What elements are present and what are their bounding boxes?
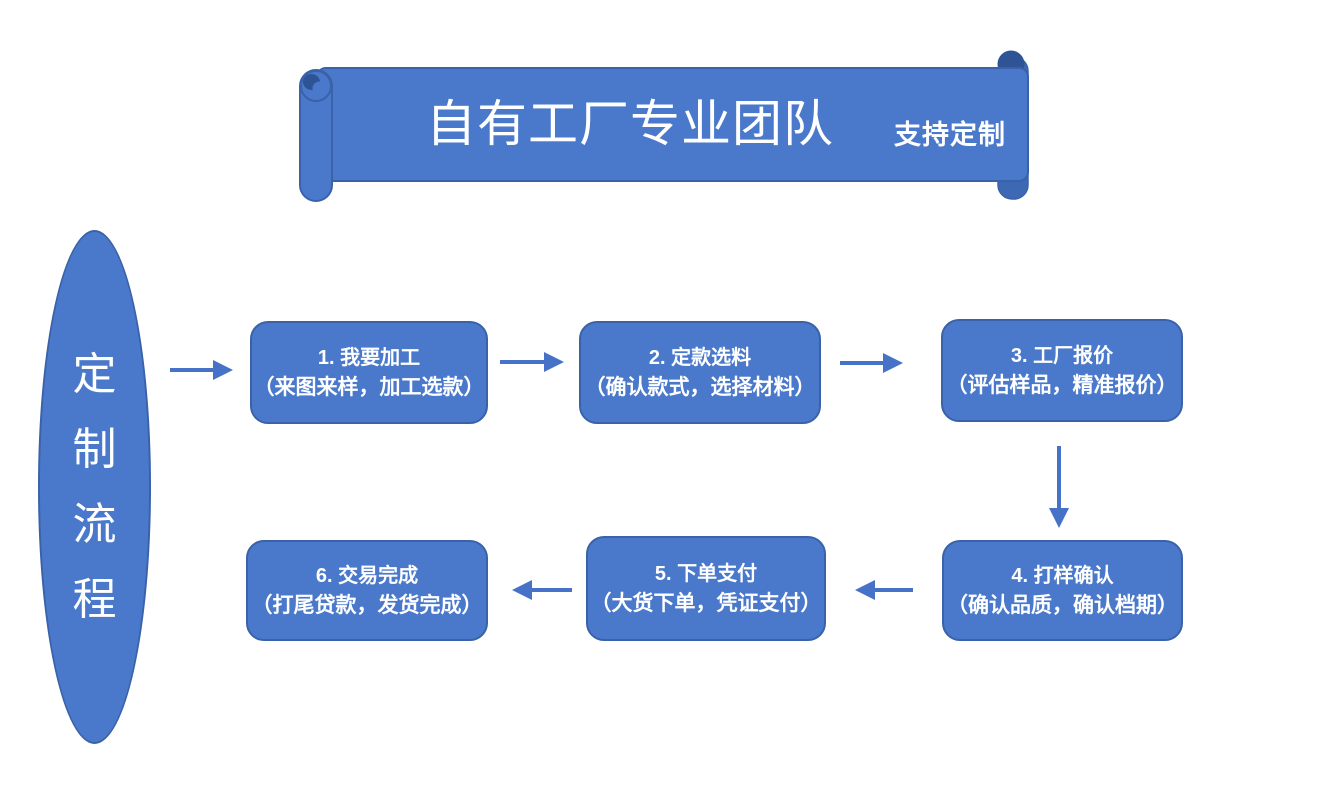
step-title: 5. 下单支付 — [654, 562, 758, 585]
banner-scroll-shape — [299, 50, 1029, 202]
step-box-2: 2. 定款选料 （确认款式，选择材料） — [579, 321, 821, 424]
step-title: 1. 我要加工 — [317, 346, 421, 369]
step-subtitle: （确认款式，选择材料） — [584, 375, 816, 399]
step-title: 6. 交易完成 — [315, 564, 419, 587]
banner-badge: 支持定制 — [894, 120, 1006, 150]
step-subtitle: （来图来样，加工选款） — [253, 375, 485, 399]
step-box-1: 1. 我要加工 （来图来样，加工选款） — [250, 321, 488, 424]
step-box-3: 3. 工厂报价 （评估样品，精准报价） — [941, 319, 1183, 422]
step-subtitle: （确认品质，确认档期） — [947, 593, 1178, 617]
step-subtitle: （评估样品，精准报价） — [946, 373, 1178, 397]
step-title: 4. 打样确认 — [1011, 564, 1114, 587]
step-box-4: 4. 打样确认 （确认品质，确认档期） — [942, 540, 1183, 641]
banner-left-roll-highlight — [312, 81, 327, 96]
banner-title: 自有工厂专业团队 — [426, 96, 834, 152]
step-subtitle: （大货下单，凭证支付） — [590, 591, 822, 615]
step-box-5: 5. 下单支付 （大货下单，凭证支付） — [586, 536, 826, 641]
step-subtitle: （打尾贷款，发货完成） — [251, 593, 483, 617]
step-title: 2. 定款选料 — [648, 346, 752, 369]
step-title: 3. 工厂报价 — [1010, 344, 1114, 367]
process-label-text: 定制流程 — [72, 349, 117, 624]
process-label-ellipse: 定制流程 — [38, 230, 151, 744]
step-box-6: 6. 交易完成 （打尾贷款，发货完成） — [246, 540, 488, 641]
